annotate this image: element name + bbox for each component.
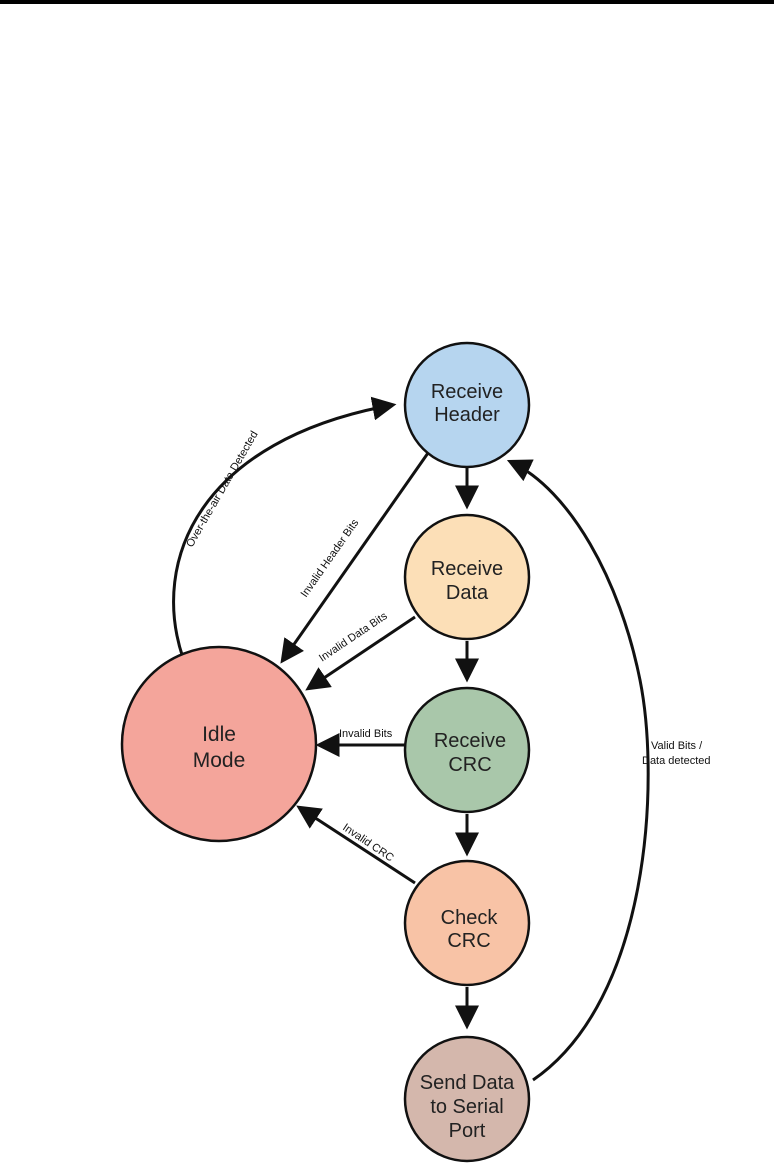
label-invalid-crc: Invalid CRC (340, 822, 395, 865)
node-receive-data-line1: Receive (431, 558, 503, 580)
node-receive-data-line2: Data (446, 582, 489, 604)
edge-valid-bits (511, 462, 648, 1080)
node-receive-data: Receive Data (405, 515, 529, 639)
edge-over-the-air (174, 405, 392, 658)
edge-invalid-crc (300, 808, 415, 883)
label-invalid-header-bits: Invalid Header Bits (299, 517, 362, 600)
node-check-crc-line1: Check (441, 907, 499, 929)
label-valid-bits-line1: Valid Bits / (651, 740, 703, 752)
node-idle-mode-line1: Idle (202, 723, 236, 746)
label-valid-bits-line2: Data detected (642, 755, 711, 767)
node-receive-header-line1: Receive (431, 381, 503, 403)
node-idle-mode-line2: Mode (193, 749, 246, 772)
label-invalid-data-bits: Invalid Data Bits (317, 610, 390, 665)
label-over-the-air: Over-the-air Data Detected (184, 429, 260, 549)
node-receive-header-line2: Header (434, 404, 500, 426)
node-send-data-line3: Port (449, 1120, 486, 1142)
node-send-data-line2: to Serial (430, 1096, 503, 1118)
node-receive-crc: Receive CRC (405, 688, 529, 812)
node-receive-header: Receive Header (405, 343, 529, 467)
node-check-crc-line2: CRC (447, 930, 490, 952)
node-send-data-line1: Send Data (420, 1072, 515, 1094)
node-receive-crc-line2: CRC (448, 754, 491, 776)
node-check-crc: Check CRC (405, 861, 529, 985)
node-receive-crc-line1: Receive (434, 730, 506, 752)
label-invalid-bits: Invalid Bits (339, 728, 393, 740)
node-send-data: Send Data to Serial Port (405, 1037, 529, 1161)
node-idle-mode: Idle Mode (122, 647, 316, 841)
